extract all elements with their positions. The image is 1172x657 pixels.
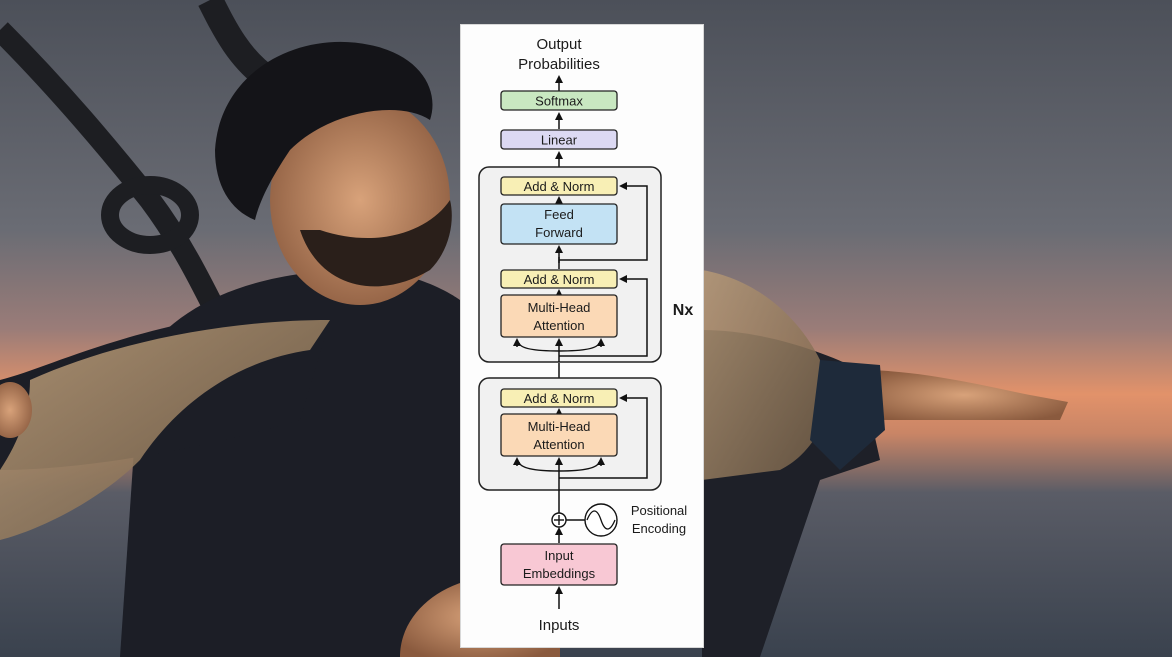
- mha-top-label-line2: Attention: [533, 318, 584, 333]
- left-hand: [0, 382, 32, 438]
- transformer-diagram: Output Probabilities Softmax Linear Add …: [478, 36, 694, 634]
- sine-wave-path: [586, 510, 616, 530]
- add-norm-mid-label: Add & Norm: [524, 272, 595, 287]
- add-norm-mid-box: [500, 269, 618, 289]
- person-hair: [215, 41, 433, 221]
- residual-mha-top: [559, 275, 648, 357]
- add-norm-bottom-label: Add & Norm: [524, 391, 595, 406]
- right-sleeve: [810, 360, 885, 470]
- residual-mha-bottom: [559, 394, 648, 479]
- output-label-line2: Probabilities: [518, 56, 600, 73]
- feed-forward-label-line2: Forward: [535, 225, 583, 240]
- rope-loop: [101, 176, 199, 254]
- person-beard: [300, 200, 452, 287]
- left-scarf: [0, 320, 330, 540]
- mha-bottom-label-line1: Multi-Head: [528, 419, 591, 434]
- input-embeddings-box: [500, 543, 618, 586]
- linear-label: Linear: [541, 133, 578, 148]
- input-embeddings-label-line2: Embeddings: [523, 566, 596, 581]
- feed-forward-label-line1: Feed: [544, 207, 574, 222]
- inputs-label: Inputs: [539, 617, 580, 634]
- right-arm: [860, 370, 1068, 420]
- mha-bottom-box: [500, 413, 618, 457]
- mha-bottom-label-line2: Attention: [533, 437, 584, 452]
- positional-label-line2: Encoding: [632, 521, 686, 536]
- softmax-label: Softmax: [535, 94, 583, 109]
- nx-label: Nx: [673, 302, 694, 319]
- add-norm-bottom-box: [500, 388, 618, 408]
- transformer-diagram-card: Output Probabilities Softmax Linear Add …: [460, 24, 704, 648]
- right-scarf: [702, 270, 828, 480]
- input-embeddings-label-line1: Input: [545, 548, 574, 563]
- positional-label-line1: Positional: [631, 503, 687, 518]
- linear-box: [500, 129, 618, 150]
- mha-top-label-line1: Multi-Head: [528, 300, 591, 315]
- feed-forward-box: [500, 203, 618, 245]
- softmax-box: [500, 90, 618, 111]
- output-label-line1: Output: [536, 36, 582, 53]
- mha-top-box: [500, 294, 618, 338]
- add-norm-top-label: Add & Norm: [524, 179, 595, 194]
